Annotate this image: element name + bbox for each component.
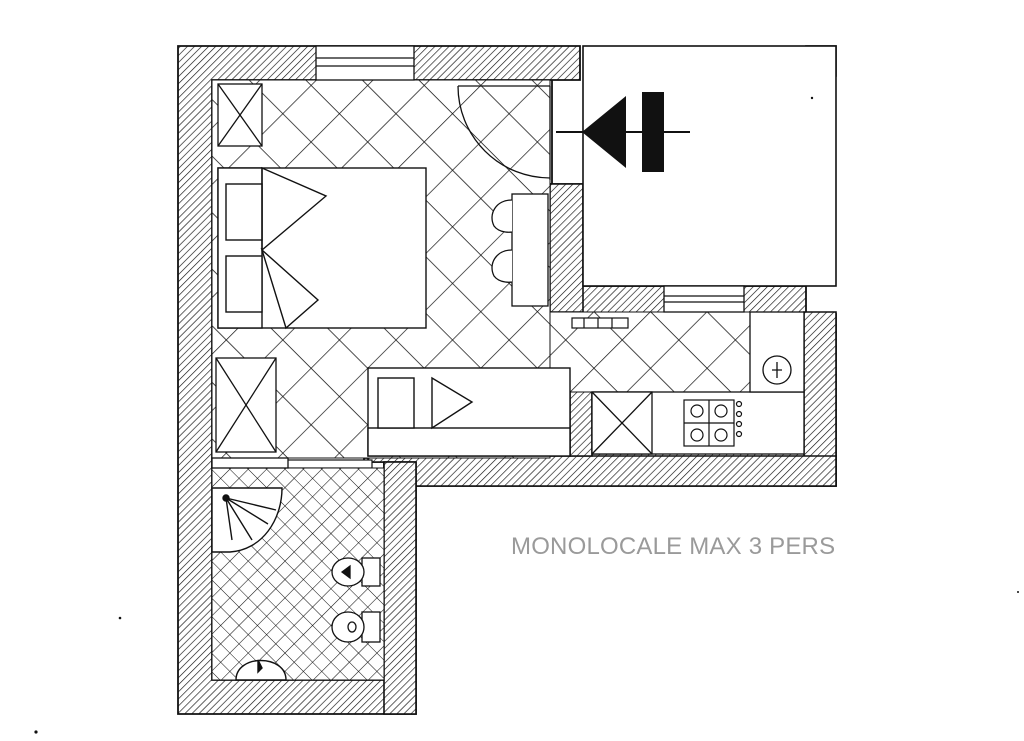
window-top [315, 45, 415, 81]
scan-specks [34, 96, 1019, 734]
gas-hob-icon [683, 399, 743, 447]
bidet-icon [331, 557, 381, 587]
armchair-icon [491, 193, 549, 307]
nightstand-top [217, 83, 263, 147]
toilet-icon [331, 611, 381, 643]
radiator [571, 317, 629, 329]
kitchen-wall-bottom [367, 455, 837, 487]
window-kitchen [663, 285, 745, 313]
shower-icon [211, 487, 283, 553]
washbasin-icon [235, 659, 287, 681]
bed-icon [217, 166, 427, 330]
plan-caption: MONOLOCALE MAX 3 PERS [511, 533, 836, 560]
landing-area [582, 45, 837, 287]
kitchen-wall [549, 183, 584, 313]
window-bathroom [211, 457, 289, 469]
sink-icon [762, 355, 792, 385]
wardrobe [215, 357, 277, 453]
floors [211, 45, 837, 681]
windows [211, 45, 745, 469]
entrance-arrow-icon [556, 92, 690, 172]
entrance-door [457, 85, 551, 180]
bathroom-wall-right [383, 461, 417, 715]
sofa-bed-icon [367, 367, 571, 457]
